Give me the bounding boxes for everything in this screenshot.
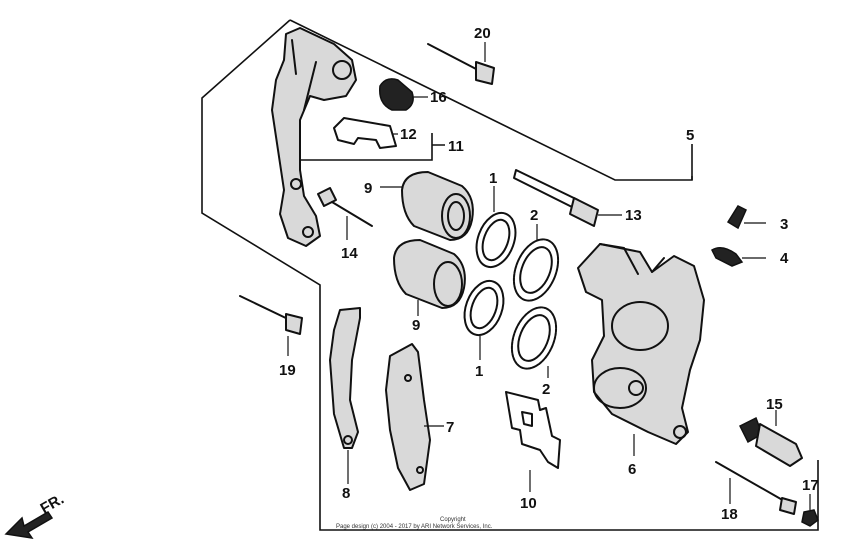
- callout-11: 11: [448, 138, 464, 155]
- callout-14: 14: [341, 245, 358, 262]
- part-20-bolt: [427, 42, 495, 85]
- part-3-bleeder: [726, 205, 766, 230]
- part-2-dust-seal-lower: [510, 306, 558, 378]
- callout-10: 10: [520, 495, 537, 512]
- callout-16: 16: [430, 89, 447, 106]
- caliper-bracket: [271, 27, 357, 247]
- callout-1-lower: 1: [475, 363, 483, 380]
- part-2-dust-seal-upper: [512, 224, 560, 302]
- callout-2-upper: 2: [530, 207, 538, 224]
- part-17-nut: [801, 494, 819, 527]
- callout-19: 19: [279, 362, 296, 379]
- part-1-seal-upper: [475, 186, 517, 269]
- callout-5: 5: [686, 127, 694, 144]
- group-bracket-11: [300, 133, 445, 161]
- callout-15: 15: [766, 396, 783, 413]
- callout-20: 20: [474, 25, 491, 42]
- part-1-seal-lower: [463, 279, 505, 360]
- front-direction-arrow: FR.: [4, 491, 67, 540]
- part-6-caliper-body: [577, 243, 705, 456]
- callout-12: 12: [400, 126, 417, 143]
- part-4-cap: [711, 247, 766, 267]
- callout-1-upper: 1: [489, 170, 497, 187]
- part-13-pin: [513, 169, 622, 227]
- callout-3: 3: [780, 216, 788, 233]
- part-9-piston-lower: [393, 239, 466, 316]
- callout-18: 18: [721, 506, 738, 523]
- callout-13: 13: [625, 207, 642, 224]
- direction-label: FR.: [38, 491, 67, 518]
- callout-2-lower: 2: [542, 381, 550, 398]
- part-8-brake-pad: [329, 307, 361, 484]
- copyright-notice: Page design (c) 2004 - 2017 by ARI Netwo…: [336, 524, 493, 530]
- part-9-piston-upper: [380, 171, 474, 241]
- part-10-pad-spring: [505, 391, 561, 492]
- callout-9-upper: 9: [364, 180, 372, 197]
- part-12-clip: [333, 117, 398, 149]
- callout-4: 4: [780, 250, 789, 267]
- copyright-title: Copyright: [440, 517, 466, 523]
- part-15-pin: [738, 410, 803, 467]
- callout-9-lower: 9: [412, 317, 420, 334]
- part-16-boot: [379, 78, 428, 111]
- part-14-bolt: [317, 187, 373, 240]
- part-19-bolt: [239, 295, 303, 356]
- part-7-brake-pad: [385, 343, 444, 491]
- callout-6: 6: [628, 461, 636, 478]
- callout-8: 8: [342, 485, 350, 502]
- part-18-pin: [715, 461, 797, 515]
- callout-7: 7: [446, 419, 454, 436]
- callout-17: 17: [802, 477, 819, 494]
